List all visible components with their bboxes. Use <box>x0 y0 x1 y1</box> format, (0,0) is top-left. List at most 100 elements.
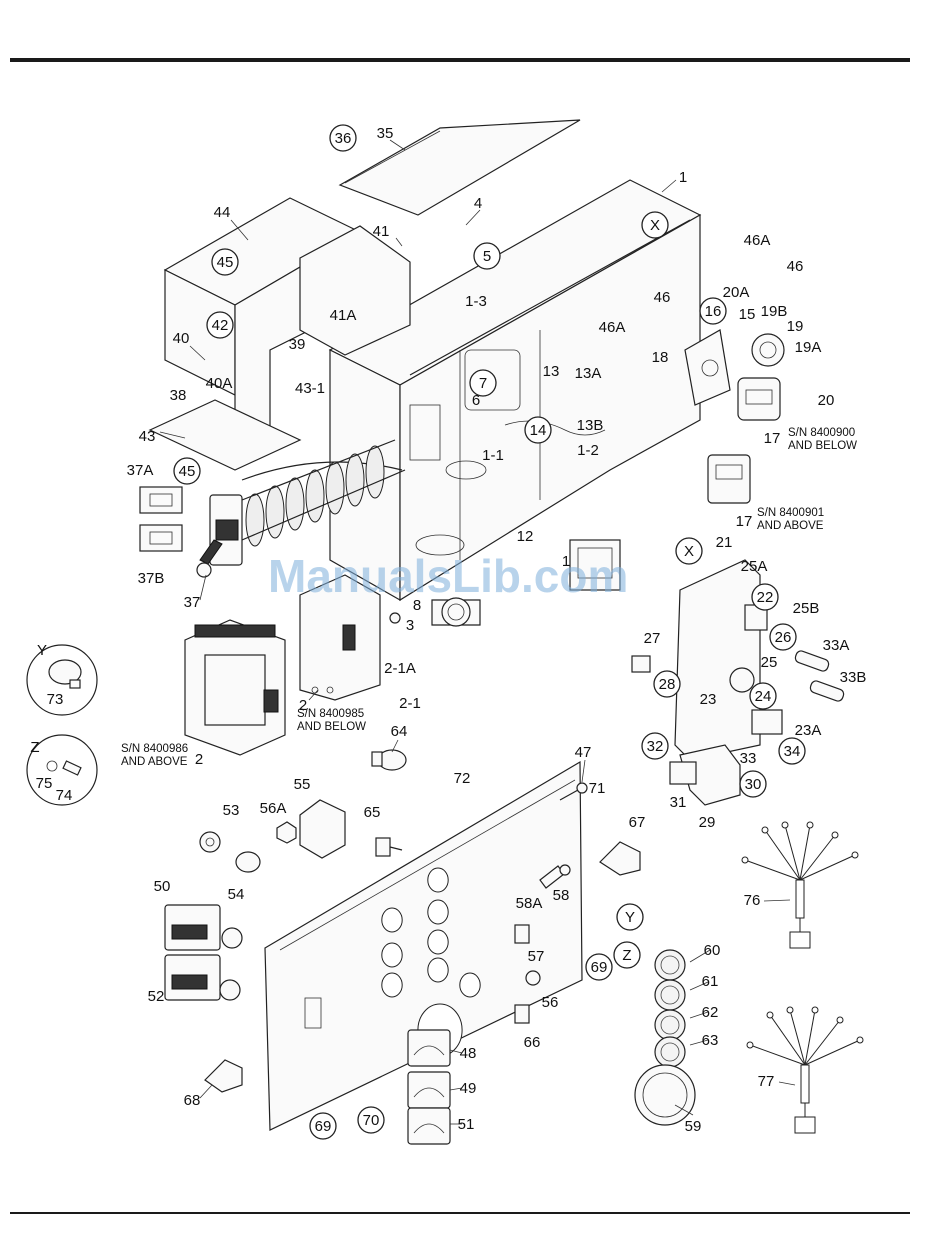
callout-c2_top: 2 <box>299 697 307 714</box>
callout-c51: 51 <box>458 1116 475 1133</box>
callout-c13: 13 <box>543 363 560 380</box>
bracket-67 <box>599 841 641 876</box>
callout-k30: 30 <box>745 776 762 793</box>
harness-wire <box>799 824 811 881</box>
circled-callout-k32: 32 <box>641 732 669 760</box>
callout-c35: 35 <box>377 125 394 142</box>
relay <box>569 539 621 591</box>
callout-c12: 12 <box>517 528 534 545</box>
callout-k32: 32 <box>647 738 664 755</box>
meter-48 <box>407 1029 451 1067</box>
callout-c58: 58 <box>553 887 570 904</box>
circled-callout-k7: 7 <box>469 369 497 397</box>
callout-k26: 26 <box>775 629 792 646</box>
callout-circle <box>329 124 357 152</box>
circled-callout-k24: 24 <box>749 682 777 710</box>
gauge <box>654 979 686 1011</box>
callout-c60: 60 <box>704 942 721 959</box>
callout-circle <box>653 670 681 698</box>
inset-letters: YZ <box>30 642 47 756</box>
switch-wafer <box>265 485 285 539</box>
label-plates <box>139 486 183 552</box>
callout-c56: 56 <box>542 994 559 1011</box>
display-50 <box>164 904 243 951</box>
circled-callout-k14: 14 <box>524 416 552 444</box>
callout-k45_mid: 45 <box>179 463 196 480</box>
callout-c50: 50 <box>154 878 171 895</box>
callout-c63: 63 <box>702 1032 719 1049</box>
note-line: AND ABOVE <box>757 520 824 532</box>
callout-c2_1: 2-1 <box>399 695 421 712</box>
gauge-face <box>660 955 680 975</box>
gauge-face <box>660 1015 680 1035</box>
callout-c58a: 58A <box>516 895 543 912</box>
callout-c1_2: 1-2 <box>577 442 599 459</box>
callout-c37b: 37B <box>138 570 165 587</box>
circled-callout-k26: 26 <box>769 623 797 651</box>
callout-c31: 31 <box>670 794 687 811</box>
callout-c72: 72 <box>454 770 471 787</box>
wire-terminal <box>741 856 749 864</box>
callout-c68: 68 <box>184 1092 201 1109</box>
wire-terminal <box>811 1006 819 1014</box>
front-panel <box>264 760 583 1131</box>
callout-circle <box>585 953 613 981</box>
callout-c13a: 13A <box>575 365 602 382</box>
callout-c76: 76 <box>744 892 761 909</box>
callout-c46a_mid: 46A <box>599 319 626 336</box>
callout-c37: 37 <box>184 594 201 611</box>
callout-c66: 66 <box>524 1034 541 1051</box>
callout-k16: 16 <box>705 303 722 320</box>
callout-c40a: 40A <box>206 375 233 392</box>
callout-c3: 3 <box>406 617 414 634</box>
harness-wire <box>804 1039 861 1066</box>
callout-c19a: 19A <box>795 339 822 356</box>
callout-c57: 57 <box>528 948 545 965</box>
harness-connector <box>794 1116 816 1134</box>
note-line: AND BELOW <box>297 721 366 733</box>
callout-c43: 43 <box>139 428 156 445</box>
wire-terminal <box>746 1041 754 1049</box>
circled-callout-kx_mid: X <box>675 537 703 565</box>
note-line: AND ABOVE <box>121 756 188 768</box>
callout-c13b: 13B <box>577 417 604 434</box>
display-52 <box>164 954 241 1001</box>
circled-callout-k42: 42 <box>206 311 234 339</box>
screw-3 <box>389 612 401 624</box>
callout-c38: 38 <box>170 387 187 404</box>
current-sensor <box>431 597 481 627</box>
module-55 <box>299 799 346 859</box>
wire-terminal <box>836 1016 844 1024</box>
callout-circle <box>675 537 703 565</box>
callout-c40: 40 <box>173 330 190 347</box>
gauge-face <box>660 985 680 1005</box>
harness-sleeve <box>800 1064 810 1104</box>
callout-k7: 7 <box>479 375 487 392</box>
callout-c1_1: 1-1 <box>482 447 504 464</box>
wire-terminal <box>761 826 769 834</box>
callout-k34: 34 <box>784 743 801 760</box>
callout-c19: 19 <box>787 318 804 335</box>
callout-k42: 42 <box>212 317 229 334</box>
callout-c62: 62 <box>702 1004 719 1021</box>
panel-hole <box>427 899 449 925</box>
callout-c17_top: 17 <box>764 430 781 447</box>
callout-k45_top: 45 <box>217 254 234 271</box>
callout-c52: 52 <box>148 988 165 1005</box>
callout-c15: 15 <box>739 306 756 323</box>
callout-c56a: 56A <box>260 800 287 817</box>
gauge-stack <box>654 949 686 1068</box>
circled-callout-k30: 30 <box>739 770 767 798</box>
callout-k70: 70 <box>363 1112 380 1129</box>
screw-56 <box>525 970 541 986</box>
callout-c2_bot: 2 <box>195 751 203 768</box>
callout-k22: 22 <box>757 589 774 606</box>
callout-circle <box>469 369 497 397</box>
gauge <box>654 949 686 981</box>
callout-k28: 28 <box>659 676 676 693</box>
callout-c46_mid: 46 <box>654 289 671 306</box>
callout-circle <box>206 311 234 339</box>
callout-c73: 73 <box>47 691 64 708</box>
callout-c29: 29 <box>699 814 716 831</box>
